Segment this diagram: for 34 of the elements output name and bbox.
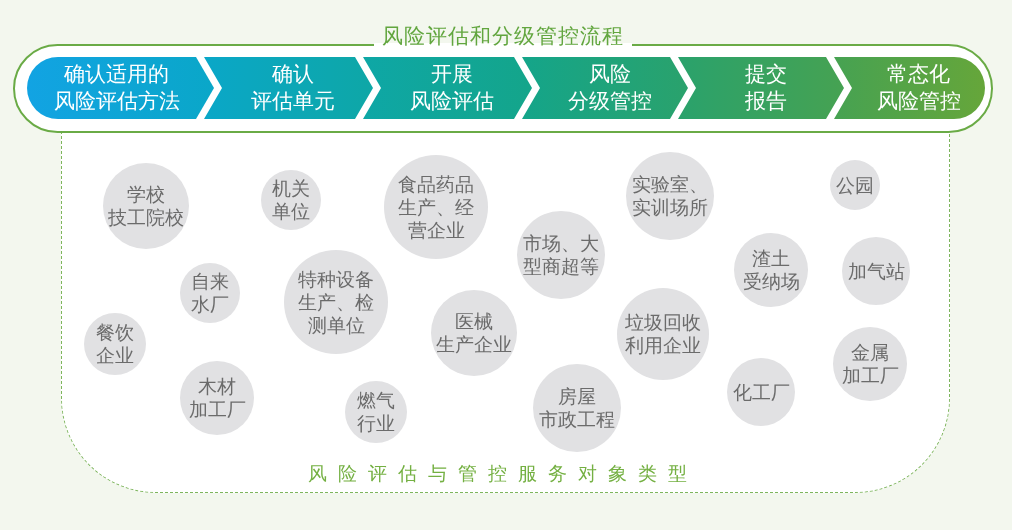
step-label: 风险分级管控 <box>567 61 652 115</box>
panel-caption: 风险评估与管控服务对象类型 <box>308 461 699 485</box>
process-step <box>363 57 532 119</box>
category-label: 房屋市政工程 <box>539 385 616 431</box>
category-label: 垃圾回收利用企业 <box>625 311 702 357</box>
category-label: 学校技工院校 <box>108 183 185 229</box>
category-label: 自来水厂 <box>191 270 230 316</box>
step-label: 开展风险评估 <box>410 61 494 115</box>
process-step <box>834 57 985 119</box>
category-label: 机关单位 <box>272 177 311 223</box>
category-label: 加气站 <box>847 259 905 283</box>
category-label: 市场、大型商超等 <box>523 232 600 278</box>
category-label: 医械生产企业 <box>436 310 513 356</box>
category-label: 渣土受纳场 <box>742 247 800 293</box>
category-label: 燃气行业 <box>357 389 396 435</box>
process-step <box>678 57 844 119</box>
category-label: 公园 <box>836 173 875 197</box>
category-label: 餐饮企业 <box>96 321 135 367</box>
dashed-panel <box>61 133 950 493</box>
process-step <box>522 57 688 119</box>
step-label: 确认评估单元 <box>251 61 335 115</box>
category-label: 木材加工厂 <box>188 375 246 421</box>
process-step <box>27 57 214 119</box>
category-label: 食品药品生产、经营企业 <box>398 172 475 242</box>
category-circle <box>830 160 881 210</box>
step-label: 确认适用的风险评估方法 <box>53 61 180 115</box>
category-label: 金属加工厂 <box>841 341 899 387</box>
category-label: 特种设备生产、检测单位 <box>298 267 375 337</box>
flow-title: 风险评估和分级管控流程 <box>374 23 632 49</box>
process-step <box>204 57 373 119</box>
step-label: 常态化风险管控 <box>876 61 961 115</box>
category-label: 化工厂 <box>732 380 790 404</box>
step-label: 提交报告 <box>744 61 787 115</box>
category-label: 实验室、实训场所 <box>632 173 709 219</box>
